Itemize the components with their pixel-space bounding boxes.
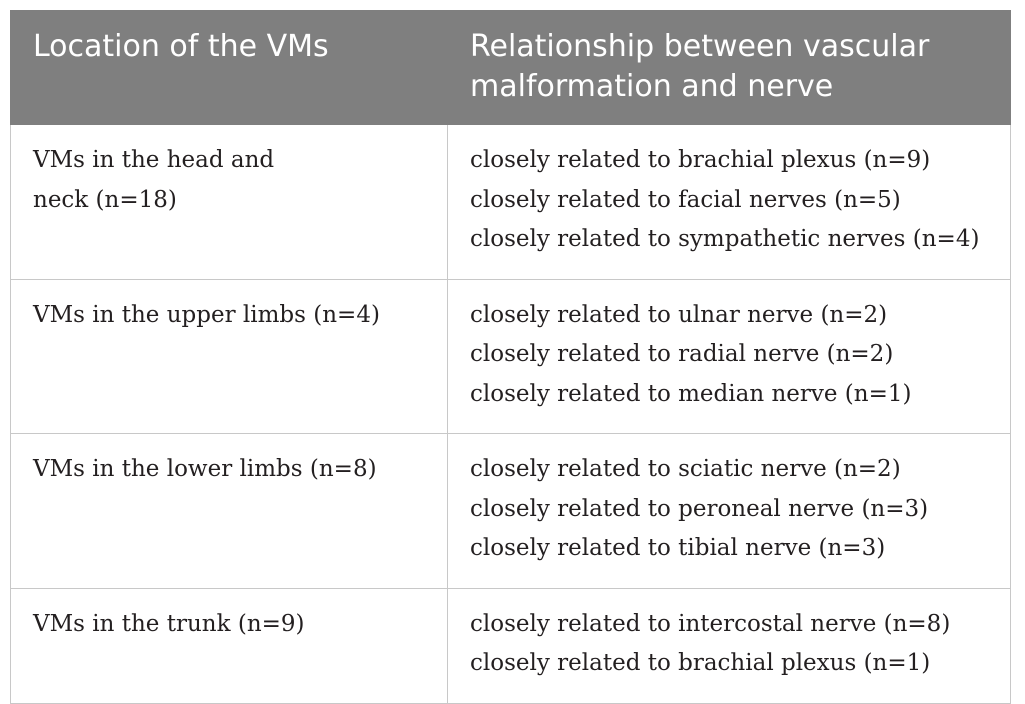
relationship-text: closely related to sympathetic nerves (n… [470,226,980,252]
table-row: VMs in the upper limbs (n=4) closely rel… [10,278,1011,434]
relationship-text: closely related to sciatic nerve (n=2) [470,456,901,482]
location-text: VMs in the lower limbs (n=8) [33,456,377,482]
relationship-cell: closely related to brachial plexus (n=9)… [447,124,1011,280]
location-text: VMs in the head and neck (n=18) [33,147,275,213]
vm-nerve-table: Location of the VMs Relationship between… [10,10,1011,704]
relationship-cell: closely related to sciatic nerve (n=2) c… [447,433,1011,589]
location-cell: VMs in the head and neck (n=18) [10,124,448,280]
header-location: Location of the VMs [10,10,448,125]
relationship-text: closely related to brachial plexus (n=1) [470,650,931,676]
relationship-text: closely related to tibial nerve (n=3) [470,535,886,561]
relationship-cell: closely related to intercostal nerve (n=… [447,587,1011,704]
table-header: Location of the VMs Relationship between… [10,10,1011,125]
table-row: VMs in the trunk (n=9) closely related t… [10,587,1011,704]
table-body: VMs in the head and neck (n=18) closely … [10,124,1011,704]
header-relationship: Relationship between vascular malformati… [447,10,1011,125]
header-row: Location of the VMs Relationship between… [10,10,1011,125]
relationship-text: closely related to peroneal nerve (n=3) [470,495,929,522]
table-row: VMs in the head and neck (n=18) closely … [10,124,1011,280]
relationship-text: closely related to intercostal nerve (n=… [470,610,951,637]
table-container: Location of the VMs Relationship between… [10,10,1011,704]
relationship-text: closely related to radial nerve (n=2) [470,341,894,367]
location-cell: VMs in the upper limbs (n=4) [10,278,448,434]
location-text: VMs in the upper limbs (n=4) [33,301,380,328]
table-row: VMs in the lower limbs (n=8) closely rel… [10,433,1011,589]
location-text: VMs in the trunk (n=9) [33,610,305,637]
relationship-text: closely related to facial nerves (n=5) [470,186,901,213]
location-cell: VMs in the trunk (n=9) [10,587,448,704]
location-cell: VMs in the lower limbs (n=8) [10,433,448,589]
relationship-cell: closely related to ulnar nerve (n=2) clo… [447,278,1011,434]
relationship-text: closely related to median nerve (n=1) [470,380,912,407]
relationship-text: closely related to ulnar nerve (n=2) [470,301,888,328]
relationship-text: closely related to brachial plexus (n=9) [470,147,931,173]
